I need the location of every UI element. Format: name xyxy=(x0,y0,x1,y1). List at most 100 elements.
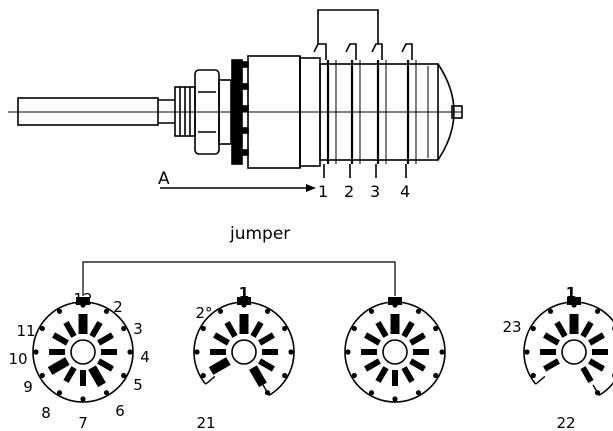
dial-contact-dot xyxy=(103,308,110,314)
dial-contact-dot xyxy=(217,308,224,314)
dial-spoke xyxy=(554,321,568,338)
dial-spoke xyxy=(249,365,267,388)
dial-label: 3 xyxy=(133,320,143,338)
dial-contact-dot xyxy=(392,302,398,308)
dial-contact-dot xyxy=(439,349,445,355)
dial-contact-dot xyxy=(530,325,536,332)
dial-hub xyxy=(70,339,96,365)
dial-spoke xyxy=(88,365,106,388)
top-jumper-wire xyxy=(317,9,379,44)
dial-spoke xyxy=(97,358,114,372)
arrow-a-head xyxy=(306,184,316,192)
dial-label: 5 xyxy=(133,376,143,394)
dial-contact-dot xyxy=(345,349,351,355)
shaft-end xyxy=(451,105,463,119)
dial-contact-dot xyxy=(103,390,110,396)
wafer-dial-2: 12°21 xyxy=(193,284,295,431)
dial-label: 1 xyxy=(239,284,249,302)
dial-spoke xyxy=(580,366,594,383)
deck-number-2: 2 xyxy=(344,182,354,201)
dial-label: 22 xyxy=(556,414,575,431)
arrow-a-label: A xyxy=(158,169,170,189)
wafer-dial-3 xyxy=(344,297,446,403)
dial-label: 7 xyxy=(78,414,88,431)
dial-spoke xyxy=(63,366,77,383)
dial-spoke xyxy=(250,321,264,338)
deck-number-4: 4 xyxy=(400,182,410,201)
dial-contact-tab xyxy=(76,297,90,305)
dial-spoke xyxy=(401,366,415,383)
terminal-4-top xyxy=(401,43,413,60)
dial-contact-dot xyxy=(433,325,439,332)
dial-spoke xyxy=(213,332,230,346)
dial-contact-dot xyxy=(547,308,554,314)
dial-spoke xyxy=(52,332,69,346)
dial-contact-dot xyxy=(121,325,127,332)
dial-spoke xyxy=(258,358,275,372)
dial-outline xyxy=(193,301,295,396)
dial-contact-tab xyxy=(567,297,581,305)
shaft xyxy=(17,97,159,126)
dial-spoke xyxy=(580,321,594,338)
dial-label: 6 xyxy=(115,402,125,420)
dial-hub xyxy=(231,339,257,365)
dial-contact-dot xyxy=(264,308,271,314)
dial-contact-dot xyxy=(56,308,63,314)
dial-contact-tab xyxy=(237,297,251,305)
dial-spoke xyxy=(401,321,415,338)
dial-contact-dot xyxy=(415,308,422,314)
deck-number-1: 1 xyxy=(318,182,328,201)
dial-spoke xyxy=(364,332,381,346)
dial-contact-dot xyxy=(194,349,200,355)
dial-label: 1 xyxy=(566,284,576,302)
dial-spoke xyxy=(375,366,389,383)
dial-contact-dot xyxy=(594,390,601,396)
dial-contact-dot xyxy=(433,372,439,379)
dial-contact-dot xyxy=(368,390,375,396)
dial-spoke xyxy=(409,358,426,372)
dial-label: 9 xyxy=(23,378,33,396)
lower-jumper-wire xyxy=(82,261,396,296)
dial-spoke xyxy=(89,321,103,338)
dial-contact-dot xyxy=(368,308,375,314)
dial-spoke xyxy=(375,321,389,338)
dial-contact-dot xyxy=(264,390,271,396)
dial-contact-dot xyxy=(200,372,206,379)
dial-spoke xyxy=(258,332,275,346)
wafer-dial-4: 1 23 22 xyxy=(502,284,613,431)
dial-contact-dot xyxy=(571,302,577,308)
dial-spoke xyxy=(409,332,426,346)
switch-side-view xyxy=(8,9,463,192)
dial-label: 4 xyxy=(140,348,150,366)
dial-contact-dot xyxy=(39,325,45,332)
dial-label: 23 xyxy=(502,318,521,336)
dial-hub xyxy=(561,339,587,365)
dial-contact-dot xyxy=(241,302,247,308)
dial-contact-dot xyxy=(288,349,294,355)
dial-contact-dot xyxy=(282,325,288,332)
dial-label: 8 xyxy=(41,404,51,422)
dial-contact-tab xyxy=(388,297,402,305)
dial-contact-dot xyxy=(392,396,398,402)
dial-contact-dot xyxy=(594,308,601,314)
dial-contact-dot xyxy=(39,372,45,379)
dial-spoke xyxy=(588,332,605,346)
dial-spoke xyxy=(224,321,238,338)
dial-contact-dot xyxy=(530,372,536,379)
dial-label: 2° xyxy=(195,304,212,322)
dial-spoke xyxy=(47,357,70,375)
jumper-label: jumper xyxy=(230,224,291,244)
dial-contact-dot xyxy=(351,372,357,379)
end-cap xyxy=(437,63,455,161)
dial-contact-dot xyxy=(33,349,39,355)
dial-label: 10 xyxy=(8,350,27,368)
dial-label: 2 xyxy=(113,298,123,316)
dial-hub xyxy=(382,339,408,365)
dial-contact-dot xyxy=(200,325,206,332)
dial-outline xyxy=(523,301,613,396)
dial-spoke xyxy=(97,332,114,346)
dial-contact-dot xyxy=(121,372,127,379)
dial-spoke xyxy=(364,358,381,372)
